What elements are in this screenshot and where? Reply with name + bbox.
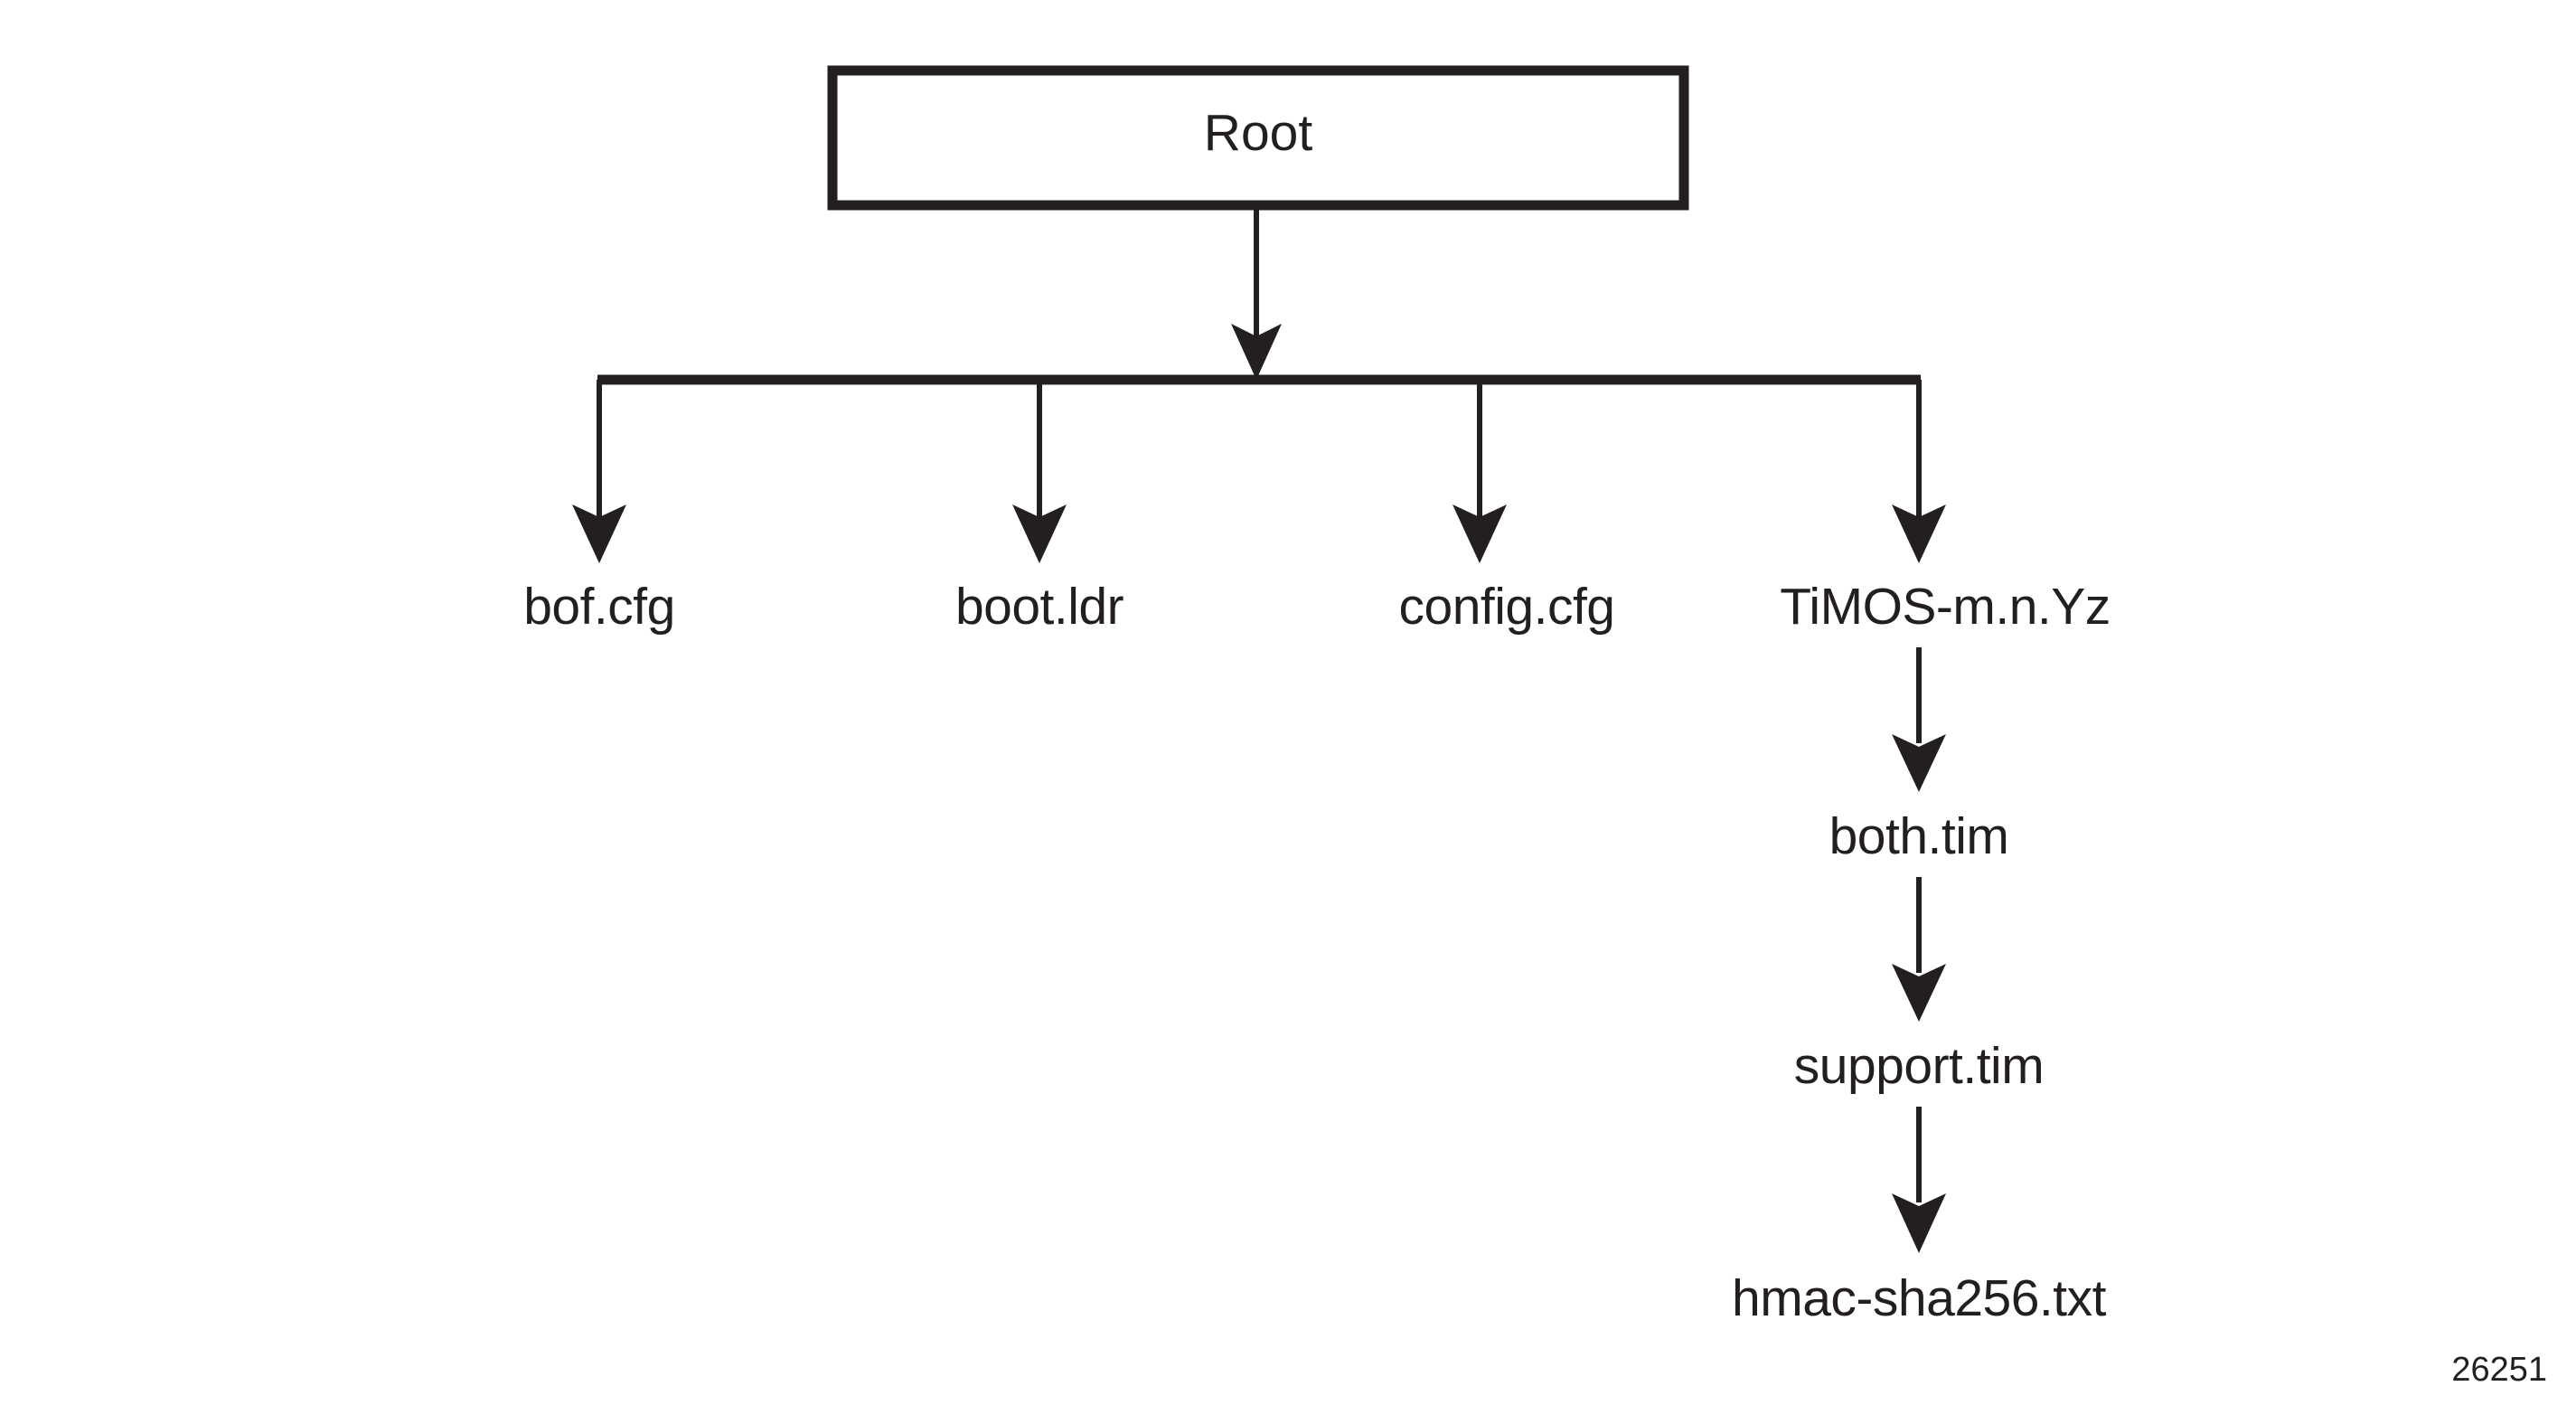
branch-arrow-config-cfg-icon bbox=[1453, 504, 1507, 563]
branch-config-cfg: config.cfg bbox=[1399, 380, 1615, 636]
branch-arrow-bof-cfg-icon bbox=[572, 504, 626, 563]
chain-link-support-tim: support.tim bbox=[1794, 877, 2045, 1095]
chain-arrow-both-tim-icon bbox=[1892, 734, 1946, 792]
node-label-timos: TiMOS-m.n.Yz bbox=[1780, 578, 2111, 636]
branch-boot-ldr: boot.ldr bbox=[955, 380, 1124, 636]
branch-arrow-boot-ldr-icon bbox=[1012, 504, 1067, 563]
chain-arrow-hmac-sha256-icon bbox=[1892, 1193, 1946, 1253]
node-label-support-tim: support.tim bbox=[1794, 1037, 2044, 1095]
root-to-bus-connector bbox=[1231, 205, 1282, 380]
figure-reference-number: 26251 bbox=[2451, 1351, 2547, 1389]
branch-bof-cfg: bof.cfg bbox=[523, 380, 675, 636]
root-connector-arrow-icon bbox=[1231, 324, 1282, 380]
node-label-both-tim: both.tim bbox=[1829, 807, 2009, 865]
node-label-hmac-sha256: hmac-sha256.txt bbox=[1732, 1269, 2107, 1327]
node-label-bof-cfg: bof.cfg bbox=[523, 578, 675, 636]
branch-timos: TiMOS-m.n.Yz bbox=[1780, 380, 2111, 636]
chain-link-both-tim: both.tim bbox=[1829, 647, 2009, 865]
root-node-label: Root bbox=[1204, 104, 1313, 162]
chain-link-hmac-sha256: hmac-sha256.txt bbox=[1732, 1107, 2107, 1327]
node-label-config-cfg: config.cfg bbox=[1399, 578, 1615, 636]
chain-arrow-support-tim-icon bbox=[1892, 964, 1946, 1022]
branch-arrow-timos-icon bbox=[1892, 504, 1946, 563]
node-label-boot-ldr: boot.ldr bbox=[955, 578, 1124, 636]
root-node: Root bbox=[827, 65, 1689, 211]
